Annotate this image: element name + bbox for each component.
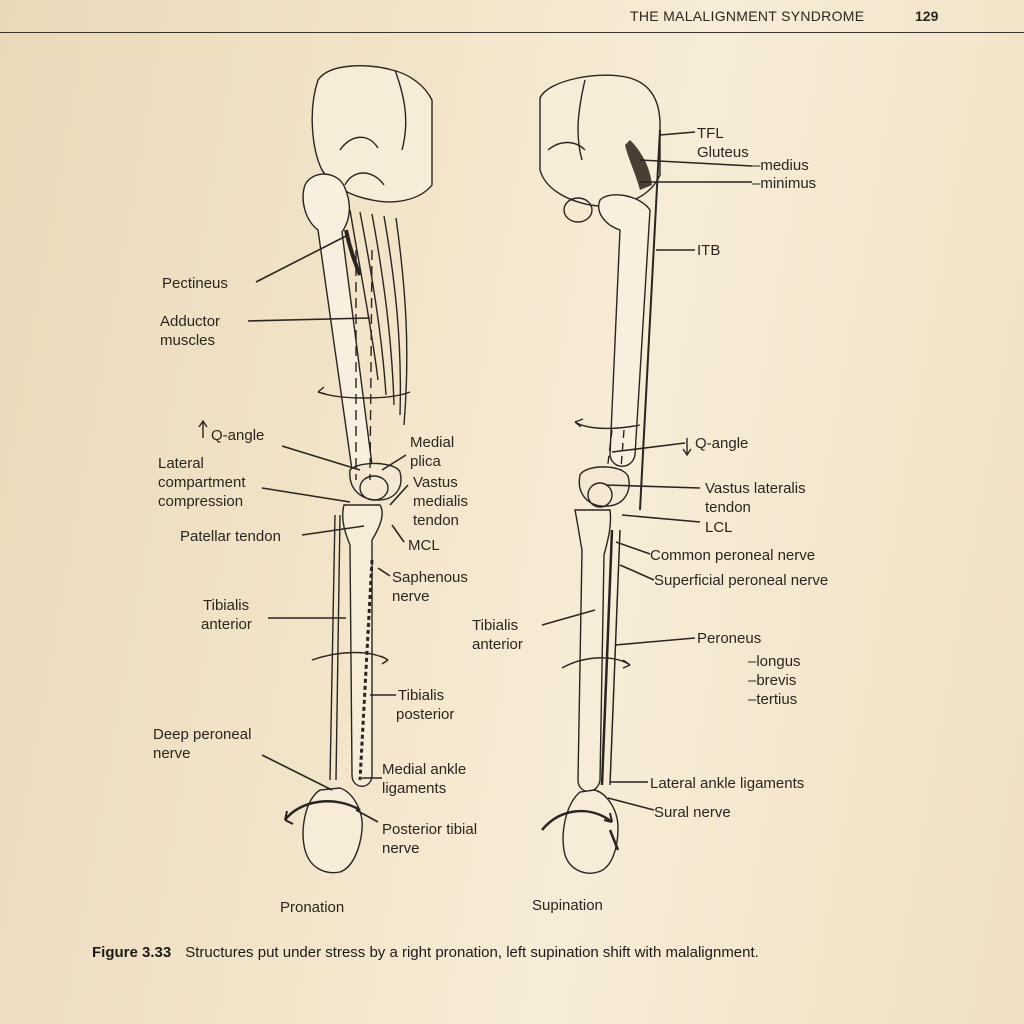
label-tib-post-2: posterior [396,706,454,723]
running-title: THE MALALIGNMENT SYNDROME [630,8,865,24]
label-medius: –medius [752,157,809,174]
label-brevis: –brevis [748,672,796,689]
caption-label: Figure 3.33 [92,944,172,961]
label-medial-plica-1: Medial [410,434,454,451]
label-medial-ankle-2: ligaments [382,780,446,797]
label-vastus-1: Vastus [413,474,458,491]
caption-text: Structures put under stress by a right p… [185,944,759,961]
label-longus: –longus [748,653,801,670]
label-post-tibial-1: Posterior tibial [382,821,477,838]
header-rule [0,32,1024,33]
label-common-peroneal: Common peroneal nerve [650,547,815,564]
label-superficial-peroneal: Superficial peroneal nerve [654,572,828,589]
label-tib-ant-right-2: anterior [472,636,523,653]
label-vastus-3: tendon [413,512,459,529]
right-leg-drawing [539,74,661,874]
label-lateral-3: compression [158,493,243,510]
label-tib-ant-2: anterior [201,616,252,633]
label-lateral-2: compartment [158,474,246,491]
label-medial-ankle-1: Medial ankle [382,761,466,778]
label-saphenous-2: nerve [392,588,430,605]
label-tib-post-1: Tibialis [398,687,444,704]
label-q-angle-left: Q-angle [211,427,264,444]
label-deep-peroneal-2: nerve [153,745,191,762]
label-lateral-1: Lateral [158,455,204,472]
page-number: 129 [915,8,939,24]
label-post-tibial-2: nerve [382,840,420,857]
label-deep-peroneal-1: Deep peroneal [153,726,251,743]
label-adductor-1: Adductor [160,313,220,330]
left-pelvis [311,65,433,203]
label-saphenous-1: Saphenous [392,569,468,586]
label-medial-plica-2: plica [410,453,442,470]
label-minimus: –minimus [752,175,816,192]
label-lcl: LCL [705,519,733,536]
label-pectineus: Pectineus [162,275,228,292]
label-adductor-2: muscles [160,332,215,349]
right-femur [598,194,651,467]
right-pelvis [539,74,661,207]
label-lateral-ankle: Lateral ankle ligaments [650,775,804,792]
label-tfl: TFL [697,125,724,142]
label-vastus-lat-2: tendon [705,499,751,516]
label-sural: Sural nerve [654,804,731,821]
right-tibia [574,509,612,792]
label-tib-ant-right-1: Tibialis [472,617,518,634]
right-knee [578,466,630,507]
figure-caption: Figure 3.33 Structures put under stress b… [92,944,759,961]
label-vastus-2: medialis [413,493,468,510]
label-peroneus: Peroneus [697,630,761,647]
label-tib-ant-1: Tibialis [203,597,249,614]
left-leg-name: Pronation [280,899,344,916]
label-patellar-tendon: Patellar tendon [180,528,281,545]
label-mcl: MCL [408,537,440,554]
label-gluteus: Gluteus [697,144,749,161]
label-itb: ITB [697,242,720,259]
label-vastus-lat-1: Vastus lateralis [705,480,806,497]
leader-lines [247,131,753,823]
label-q-angle-right: Q-angle [695,435,748,452]
right-leg-name: Supination [532,897,603,914]
label-tertius: –tertius [748,691,797,708]
left-leg-drawing [284,65,433,874]
